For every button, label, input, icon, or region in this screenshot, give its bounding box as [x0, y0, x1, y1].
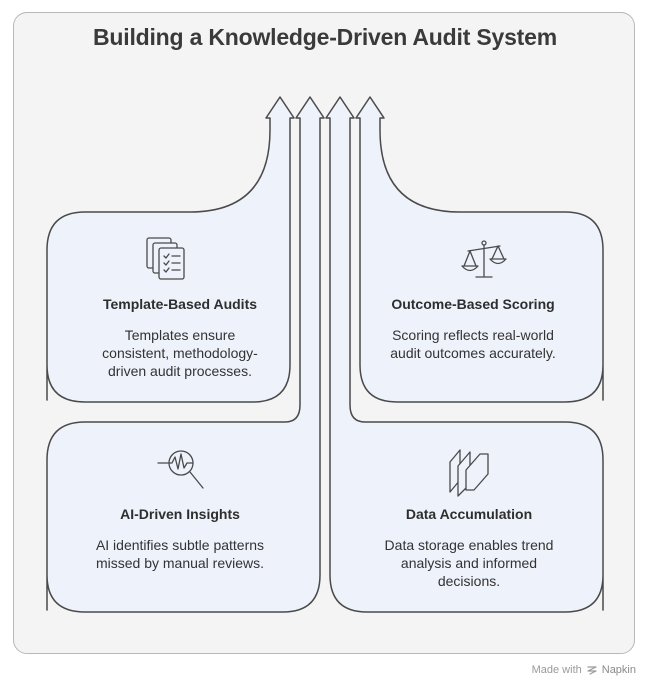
layers-icon: [449, 449, 489, 497]
card-title: Data Accumulation: [405, 506, 533, 522]
card-title: Outcome-Based Scoring: [391, 296, 555, 312]
card-data-accumulation: Data Accumulation Data storage enables t…: [358, 506, 580, 590]
card-ai-driven-insights-shape: [46, 96, 325, 613]
made-with-napkin: Made with Napkin: [532, 664, 636, 676]
scale-icon: [461, 240, 507, 278]
card-data-accumulation-shape: [325, 96, 604, 613]
card-title: AI-Driven Insights: [120, 506, 240, 522]
magnifier-waveform-icon: [157, 450, 204, 489]
card-template-based-audits: Template-Based Audits Templates ensure c…: [62, 296, 298, 380]
card-description: AI identifies subtle patterns missed by …: [95, 537, 265, 571]
card-ai-driven-insights: AI-Driven Insights AI identifies subtle …: [62, 506, 298, 572]
card-description: Templates ensure consistent, methodology…: [102, 327, 258, 379]
templates-icon: [146, 237, 185, 280]
footer-prefix: Made with: [531, 664, 582, 676]
card-description: Scoring reflects real-world audit outcom…: [390, 327, 556, 361]
napkin-logo-icon: [587, 666, 597, 675]
card-description: Data storage enables trend analysis and …: [384, 537, 554, 589]
footer-brand: Napkin: [601, 664, 636, 676]
card-title: Template-Based Audits: [102, 296, 258, 312]
card-outcome-based-scoring: Outcome-Based Scoring Scoring reflects r…: [360, 296, 586, 362]
diagram-title: Building a Knowledge-Driven Audit System: [93, 24, 557, 50]
